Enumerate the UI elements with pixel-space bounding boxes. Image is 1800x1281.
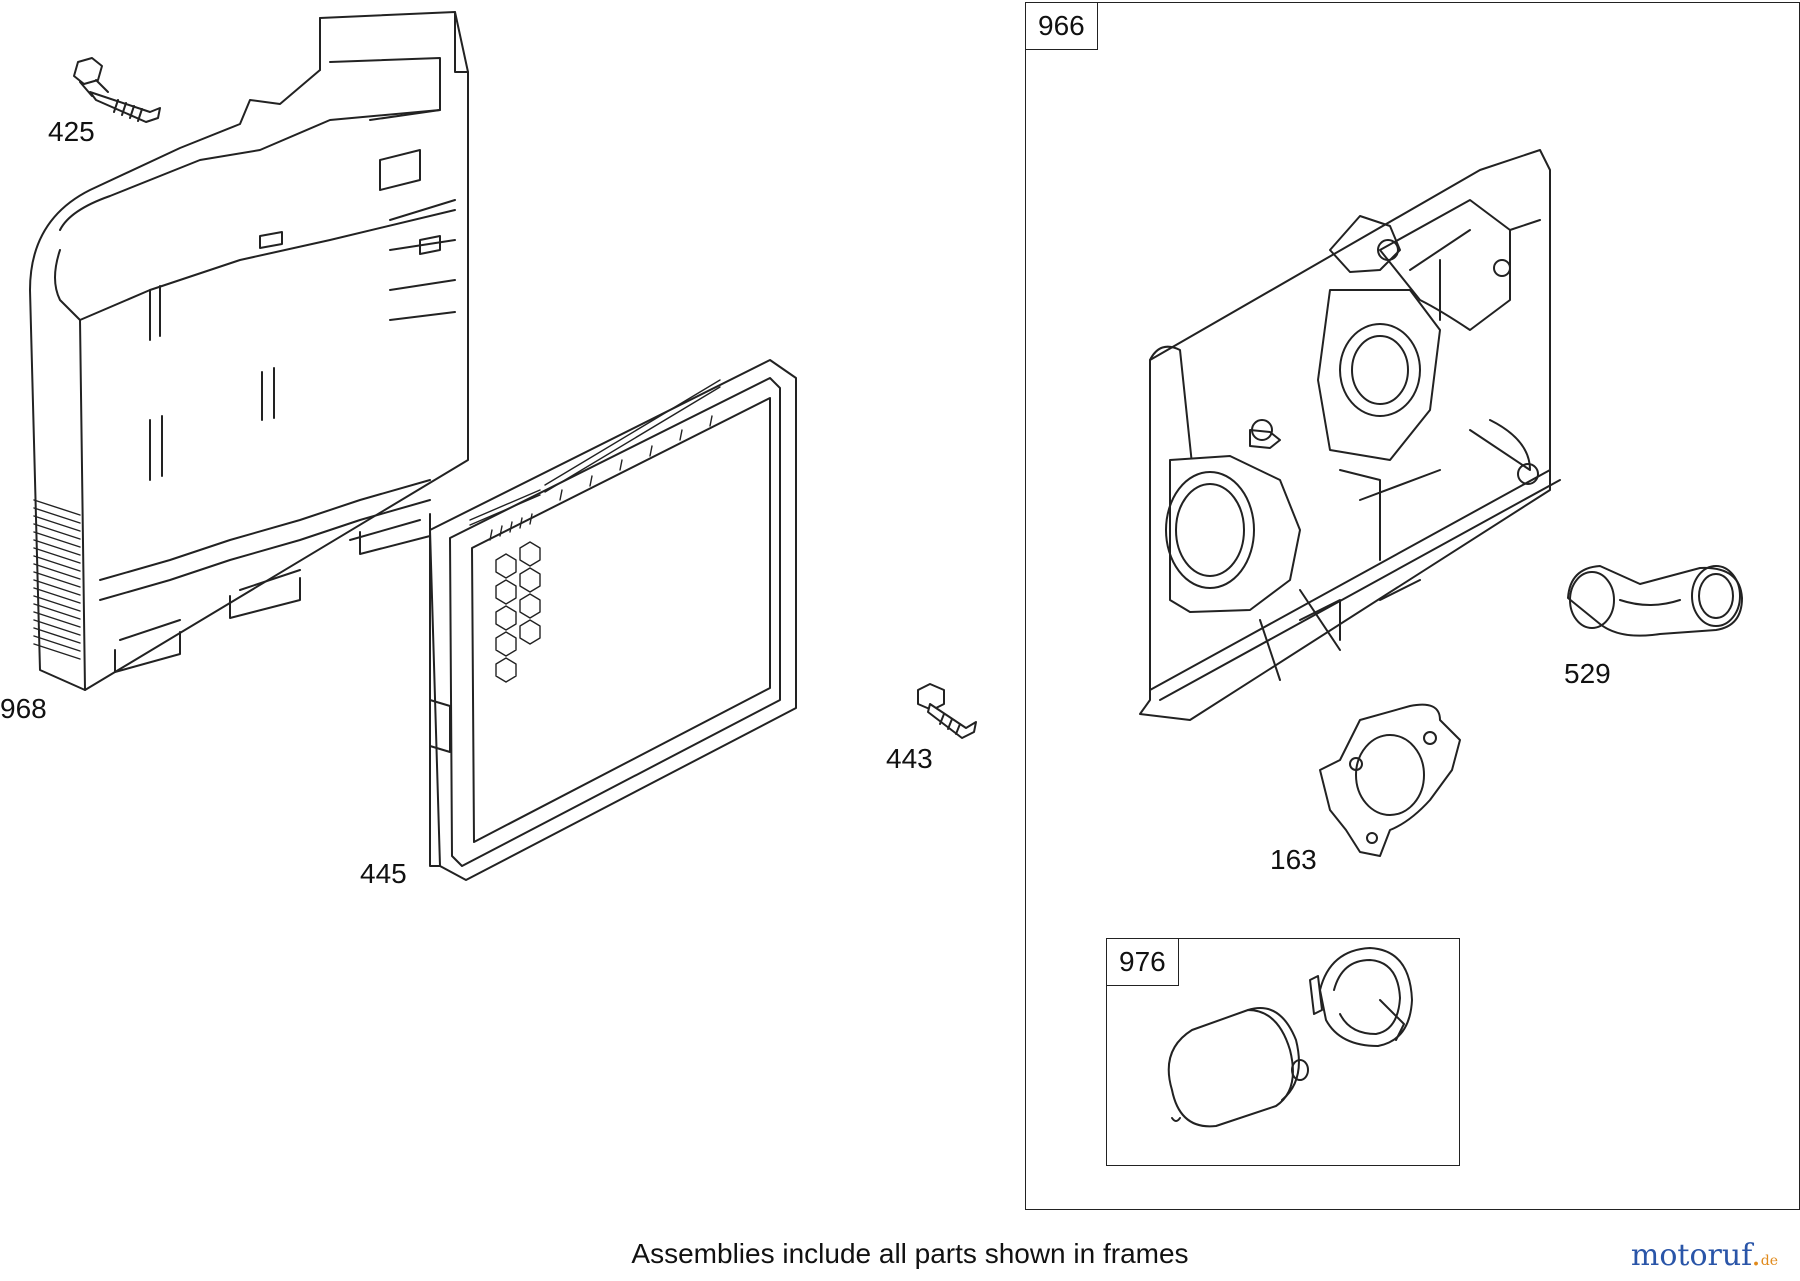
part-label-445: 445: [360, 858, 407, 889]
screw-425-drawing: [73, 57, 161, 123]
frame-tag-976: 976: [1107, 939, 1179, 986]
brand-dot: .: [1751, 1238, 1761, 1273]
part-label-529: 529: [1564, 658, 1611, 689]
brand-tld: de: [1760, 1253, 1778, 1269]
assembly-frame-976: 976: [1106, 938, 1460, 1166]
primer-bulb-976-drawing: [1167, 947, 1413, 1128]
assemblies-caption: Assemblies include all parts shown in fr…: [631, 1238, 1189, 1269]
frame-tag-966: 966: [1026, 3, 1098, 50]
brand-logo: motoruf.de: [1631, 1238, 1778, 1273]
gasket-163-drawing: [1319, 703, 1461, 857]
part-label-425: 425: [48, 116, 95, 147]
air-cleaner-base-968-drawing: [29, 11, 469, 691]
part-label-968: 968: [0, 693, 47, 724]
air-cleaner-body-966-drawing: [1139, 149, 1561, 721]
elbow-hose-529-drawing: [1567, 565, 1743, 637]
brand-name: motoruf: [1630, 1238, 1752, 1273]
part-label-163: 163: [1270, 844, 1317, 875]
bolt-443-drawing: [917, 683, 977, 739]
part-label-443: 443: [886, 743, 933, 774]
air-filter-445-drawing: [429, 359, 797, 881]
